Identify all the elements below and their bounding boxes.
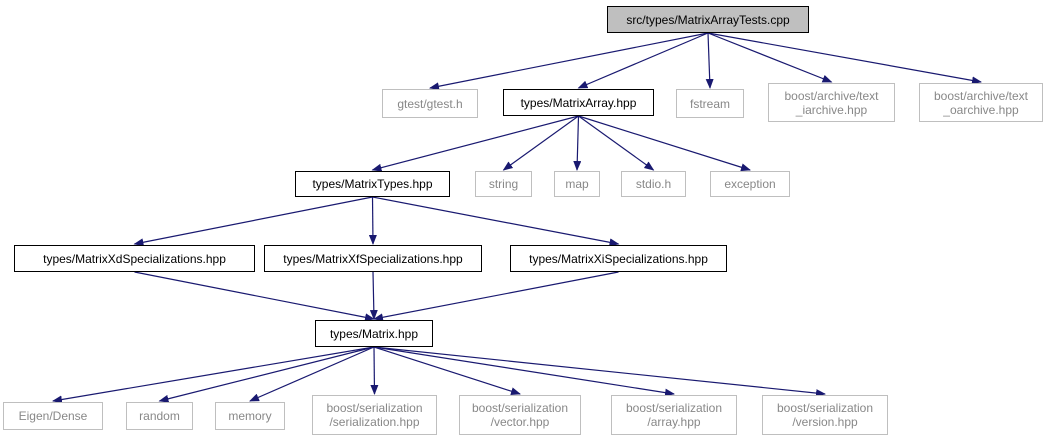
node-exception: exception — [710, 171, 790, 197]
node-serialization-version: boost/serialization /version.hpp — [762, 395, 888, 435]
edge-matrix-to-memory — [249, 346, 375, 402]
node-serialization-vector: boost/serialization /vector.hpp — [459, 395, 581, 435]
node-matrixxd-specializations[interactable]: types/MatrixXdSpecializations.hpp — [14, 245, 255, 272]
node-memory: memory — [215, 402, 285, 430]
edge-root-to-gtest — [429, 32, 709, 91]
edge-matrixtypes-to-xi — [372, 196, 620, 247]
node-serialization-array: boost/serialization /array.hpp — [611, 395, 737, 435]
edge-matrixarray-to-matrixtypes — [371, 115, 579, 172]
node-matrix-header[interactable]: types/Matrix.hpp — [315, 320, 433, 347]
node-matrixarray-header[interactable]: types/MatrixArray.hpp — [503, 89, 654, 116]
edge-xi-to-matrix — [373, 271, 619, 322]
edge-root-to-text_iarchive — [707, 32, 833, 83]
edge-matrixarray-to-string — [502, 115, 579, 171]
edge-matrixarray-to-exception — [578, 115, 751, 172]
node-root-source-file[interactable]: src/types/MatrixArrayTests.cpp — [607, 6, 809, 33]
edge-matrixtypes-to-xf — [368, 196, 377, 245]
node-stdio: stdio.h — [621, 171, 686, 197]
edge-matrix-to-ser_serialization — [370, 346, 379, 395]
edge-matrix-to-eigen — [52, 346, 375, 404]
edge-matrixtypes-to-xd — [133, 196, 373, 247]
node-serialization-serialization: boost/serialization /serialization.hpp — [312, 395, 437, 435]
node-gtest-header: gtest/gtest.h — [382, 89, 478, 118]
node-matrixxf-specializations[interactable]: types/MatrixXfSpecializations.hpp — [264, 245, 482, 272]
node-map: map — [554, 171, 600, 197]
node-string: string — [475, 171, 532, 197]
edge-xf-to-matrix — [369, 271, 378, 320]
edge-root-to-fstream — [705, 32, 714, 89]
node-fstream: fstream — [676, 89, 744, 118]
edge-matrix-to-random — [158, 346, 375, 403]
edge-xd-to-matrix — [134, 271, 375, 322]
edge-matrix-to-ser_version — [373, 346, 826, 398]
node-random: random — [126, 402, 193, 430]
edge-root-to-text_oarchive — [707, 32, 982, 85]
node-text-oarchive: boost/archive/text _oarchive.hpp — [919, 83, 1043, 122]
node-matrixxi-specializations[interactable]: types/MatrixXiSpecializations.hpp — [510, 245, 727, 272]
edge-root-to-matrixarray — [577, 32, 709, 89]
edge-matrixarray-to-stdio — [578, 115, 655, 171]
edge-matrix-to-ser_vector — [373, 346, 521, 396]
node-text-iarchive: boost/archive/text _iarchive.hpp — [768, 83, 895, 122]
node-matrixtypes-header[interactable]: types/MatrixTypes.hpp — [295, 171, 450, 197]
node-eigen-dense: Eigen/Dense — [3, 402, 103, 430]
edge-matrix-to-ser_array — [373, 346, 675, 397]
edge-matrixarray-to-map — [573, 115, 582, 171]
